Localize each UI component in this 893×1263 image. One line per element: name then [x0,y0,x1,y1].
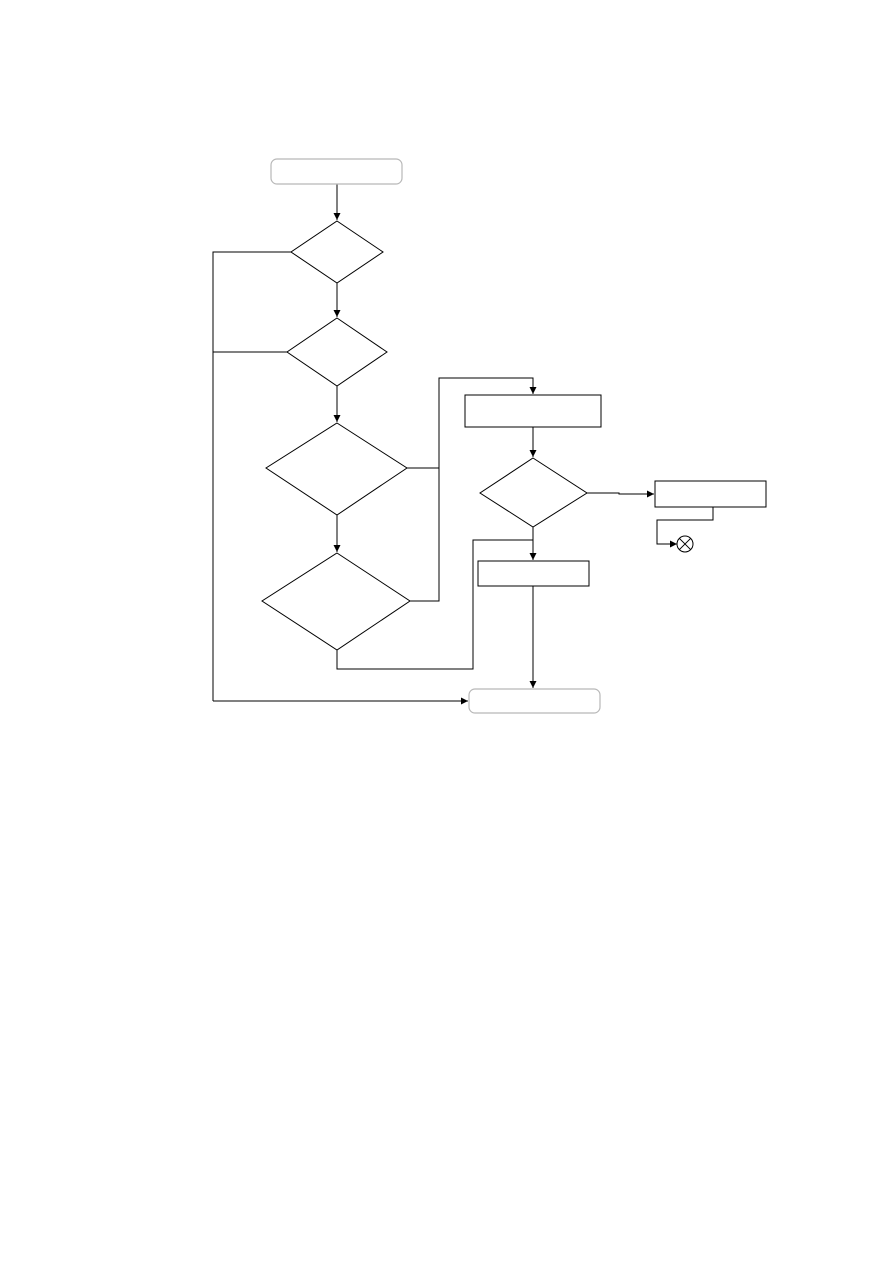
process-2-box [477,560,590,587]
process-1-box [464,394,602,428]
summing-junction-icon [676,535,694,553]
process-3-box [654,480,767,508]
end-terminal [468,688,601,714]
edge-decision-5-to-process-3 [587,490,654,498]
edge-decision-4-to-process-2 [336,539,533,670]
edge-decision-4-to-process-1 [410,377,537,602]
edge-decision-1-bypass [212,251,291,701]
decision-5 [479,457,588,528]
edge-process-3-to-connector [656,507,714,548]
decision-3 [265,422,408,516]
start-terminal [270,158,403,185]
decision-2 [286,317,388,387]
decision-1 [290,220,384,284]
decision-4 [261,552,411,651]
